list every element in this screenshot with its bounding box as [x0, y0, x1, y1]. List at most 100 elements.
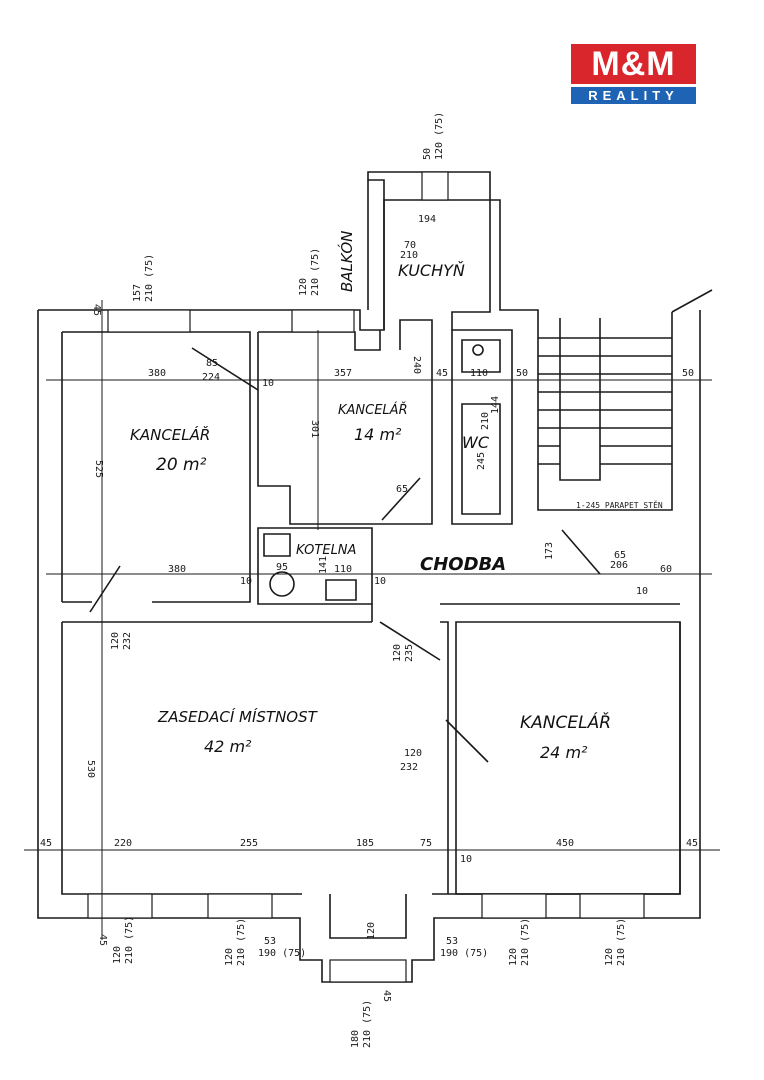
dim-45-right: 45	[436, 368, 448, 379]
dim-357: 357	[334, 368, 352, 379]
win-180: 180	[350, 1030, 361, 1048]
logo-top-text: M&M	[571, 44, 696, 84]
label-parapet-note: 1-245 PARAPET STĚN	[576, 499, 663, 510]
dim-525: 525	[93, 460, 104, 478]
dim-245: 245	[476, 452, 487, 470]
windows	[87, 171, 645, 983]
dim-10-d: 10	[636, 586, 648, 597]
office-br-walls	[455, 621, 681, 895]
dim-120-232-b: 120	[404, 748, 422, 759]
win-190-r: 190 (75)	[440, 948, 488, 959]
win-210-2: 210 (75)	[236, 918, 247, 966]
dim-144: 144	[490, 396, 501, 414]
label-office-br-area: 24 m²	[540, 743, 588, 762]
label-wc: WC	[462, 433, 490, 452]
dim-75: 75	[420, 838, 432, 849]
label-office-tm-area: 14 m²	[354, 425, 402, 444]
dim-301: 301	[309, 420, 320, 438]
wc-walls	[451, 329, 513, 525]
label-office-tl-area: 20 m²	[156, 455, 207, 475]
dim-50-a: 50	[516, 368, 528, 379]
win-120-4: 120	[604, 948, 615, 966]
dim-210-75-a: 210 (75)	[144, 254, 155, 302]
window-b3	[481, 893, 547, 919]
dim-210-k: 210	[400, 250, 418, 261]
dim-185: 185	[356, 838, 374, 849]
walls	[37, 171, 713, 983]
wc-cabin	[461, 403, 501, 515]
win-210-4: 210 (75)	[616, 918, 627, 966]
boiler-meter	[269, 571, 295, 597]
label-kuchyn: KUCHYŇ	[398, 261, 465, 280]
dim-173: 173	[544, 542, 555, 560]
dim-210-wc: 210	[480, 412, 491, 430]
win-190-l: 190 (75)	[258, 948, 306, 959]
win-53-r: 53	[446, 936, 458, 947]
dim-450: 450	[556, 838, 574, 849]
dim-141: 141	[318, 556, 329, 574]
dim-232-a: 232	[122, 632, 133, 650]
window-tl	[107, 309, 191, 333]
window-dimension-labels: 45 120 210 (75) 120 210 (75) 53 190 (75)…	[97, 916, 627, 1048]
win-120-1: 120	[112, 946, 123, 964]
window-bay	[329, 959, 407, 983]
dim-10-e: 10	[460, 854, 472, 865]
dim-45-top: 45	[91, 304, 102, 316]
dim-95: 95	[276, 562, 288, 573]
win-210-1: 210 (75)	[124, 916, 135, 964]
dim-120-a: 120	[298, 278, 309, 296]
dim-50-b: 50	[682, 368, 694, 379]
win-120-c: 120	[366, 922, 377, 940]
m-and-m-reality-logo: M&M REALITY	[571, 44, 696, 104]
label-office-tm-name: KANCELÁŘ	[338, 402, 408, 418]
win-120-2: 120	[224, 948, 235, 966]
label-office-br-name: KANCELÁŘ	[520, 711, 611, 733]
window-kitchen	[421, 171, 449, 201]
label-balkon: BALKÓN	[337, 231, 356, 292]
win-45: 45	[97, 934, 108, 946]
dim-220: 220	[114, 838, 132, 849]
dim-210-75-b: 210 (75)	[310, 248, 321, 296]
dim-380-top: 380	[148, 368, 166, 379]
win-120-3: 120	[508, 948, 519, 966]
dim-157: 157	[132, 284, 143, 302]
dimension-labels: 380 357 45 110 50 50 525 380 110 173 60 …	[40, 112, 698, 865]
wc-sink	[461, 339, 501, 373]
label-meeting-area: 42 m²	[204, 737, 252, 756]
label-kotelna: KOTELNA	[296, 543, 356, 558]
dim-85: 85	[206, 358, 218, 369]
dim-120-75-top: 120 (75)	[434, 112, 445, 160]
dim-120-235: 120	[392, 644, 403, 662]
dim-10-b: 10	[240, 576, 252, 587]
dim-110-wc: 110	[470, 368, 488, 379]
corridor-wall	[371, 603, 680, 622]
dim-206: 206	[610, 560, 628, 571]
win-45-b: 45	[381, 990, 392, 1002]
dim-10-c: 10	[374, 576, 386, 587]
dim-45-br: 45	[686, 838, 698, 849]
window-b1	[87, 893, 153, 919]
dim-530: 530	[85, 760, 96, 778]
window-b2	[207, 893, 273, 919]
dim-194: 194	[418, 214, 436, 225]
dim-232-b: 232	[400, 762, 418, 773]
office-tm-top	[258, 330, 381, 351]
dim-65: 65	[396, 484, 408, 495]
boiler-box	[325, 579, 357, 601]
boiler-unit	[263, 533, 291, 557]
win-210-3: 210 (75)	[520, 918, 531, 966]
window-tm	[291, 309, 355, 333]
dim-50-120: 50	[422, 148, 433, 160]
win-53-l: 53	[264, 936, 276, 947]
office-tm-walls	[257, 319, 433, 525]
dimension-lines	[24, 300, 720, 940]
wc-fixture	[472, 344, 484, 356]
dim-10-a: 10	[262, 378, 274, 389]
meeting-room-walls	[62, 621, 449, 894]
dim-60: 60	[660, 564, 672, 575]
stair-core	[559, 318, 601, 481]
label-chodba: CHODBA	[420, 554, 506, 575]
outer-wall-top	[38, 171, 539, 331]
inner-wall-line	[61, 332, 681, 939]
